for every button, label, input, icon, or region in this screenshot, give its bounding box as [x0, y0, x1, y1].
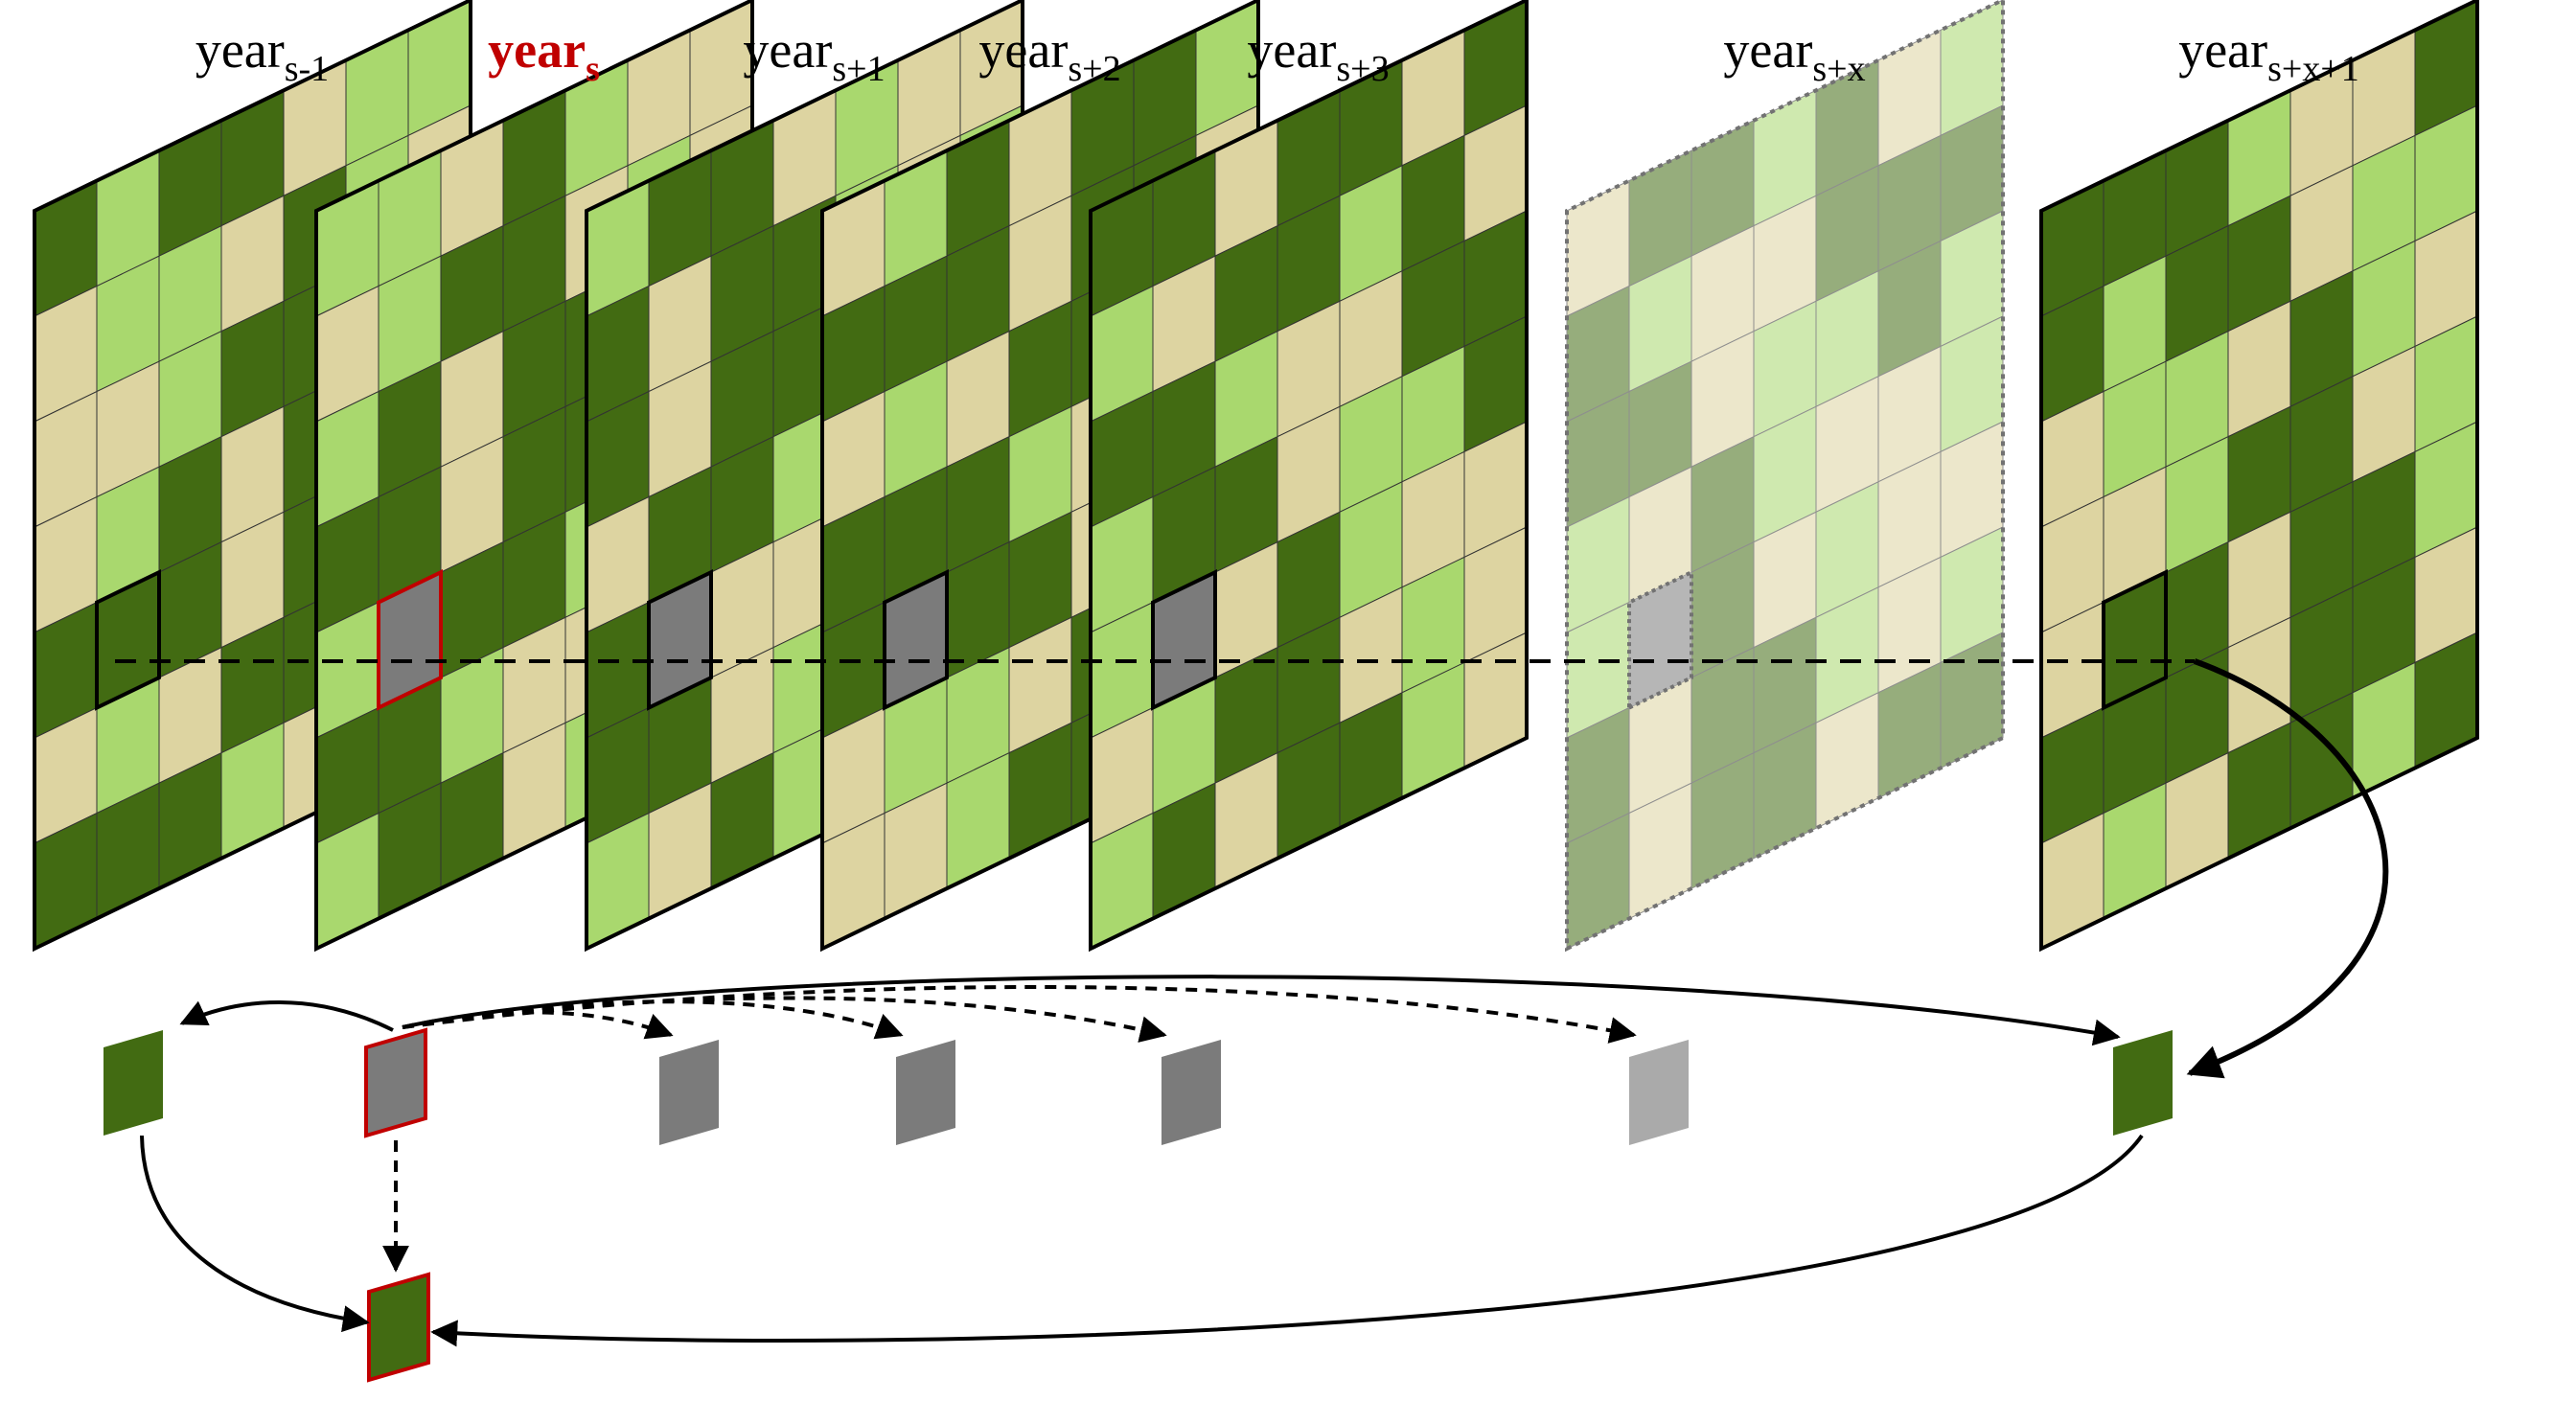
pixel-prev: [104, 1030, 163, 1136]
frame-label-sub: s+1: [832, 49, 885, 89]
frame-label-base: year: [196, 21, 285, 79]
pixel-sx: [1629, 1040, 1689, 1145]
frame-label-base: year: [488, 21, 586, 79]
arrow-next-to-result: [430, 1134, 2144, 1347]
arrow-target-to-s3: [402, 996, 1167, 1043]
frame-label-sub: s+x+1: [2267, 49, 2359, 89]
arrow-target-to-prev: [179, 1000, 394, 1032]
frame-label-sub: s: [586, 49, 600, 89]
frame-label-sub: s+x: [1812, 49, 1865, 89]
arrow-target-to-next: [402, 975, 2121, 1046]
frame-label-base: year: [1723, 21, 1812, 79]
frame-5: [1089, 0, 1529, 953]
pixel-result: [367, 1272, 430, 1383]
pixel-cell: [883, 568, 949, 711]
pixel-cell: [95, 568, 161, 711]
arrow-prev-to-result: [140, 1135, 370, 1333]
pixel-cell: [1151, 568, 1217, 711]
arrow-frame-to-next: [2186, 658, 2389, 1079]
arrow-target-to-s2: [402, 999, 904, 1040]
frame-label-base: year: [2178, 21, 2267, 79]
frame-label-sub: s-1: [285, 49, 329, 89]
pixel-s1: [659, 1040, 719, 1145]
pixel-cell: [647, 568, 713, 711]
pixel-target: [364, 1027, 427, 1138]
frame-label-sub: s+2: [1068, 49, 1120, 89]
frame-label: years+x+1: [2178, 21, 2359, 89]
frame-label: years-1: [196, 21, 329, 89]
arrow-target-to-sx: [402, 985, 1637, 1044]
frame-label: years+2: [978, 21, 1120, 89]
frame-label-base: year: [743, 21, 832, 79]
frame-label: years: [488, 21, 600, 89]
pixel-cell: [2102, 568, 2168, 711]
frame-border: [1089, 0, 1529, 953]
frame-label-base: year: [978, 21, 1068, 79]
pixel-next: [2113, 1030, 2173, 1136]
frame-label-base: year: [1247, 21, 1336, 79]
frame-label: years+1: [743, 21, 885, 89]
pixel-cell: [1627, 568, 1693, 711]
pixel-cell: [377, 568, 443, 711]
pixel-s3: [1162, 1040, 1221, 1145]
frame-label-sub: s+3: [1336, 49, 1389, 89]
frame-border: [2039, 0, 2479, 953]
frame-label: years+x: [1723, 21, 1865, 89]
frame-label: years+3: [1247, 21, 1389, 89]
pixel-s2: [896, 1040, 955, 1145]
frame-6: [1565, 0, 2005, 953]
frame-7: [2039, 0, 2479, 953]
